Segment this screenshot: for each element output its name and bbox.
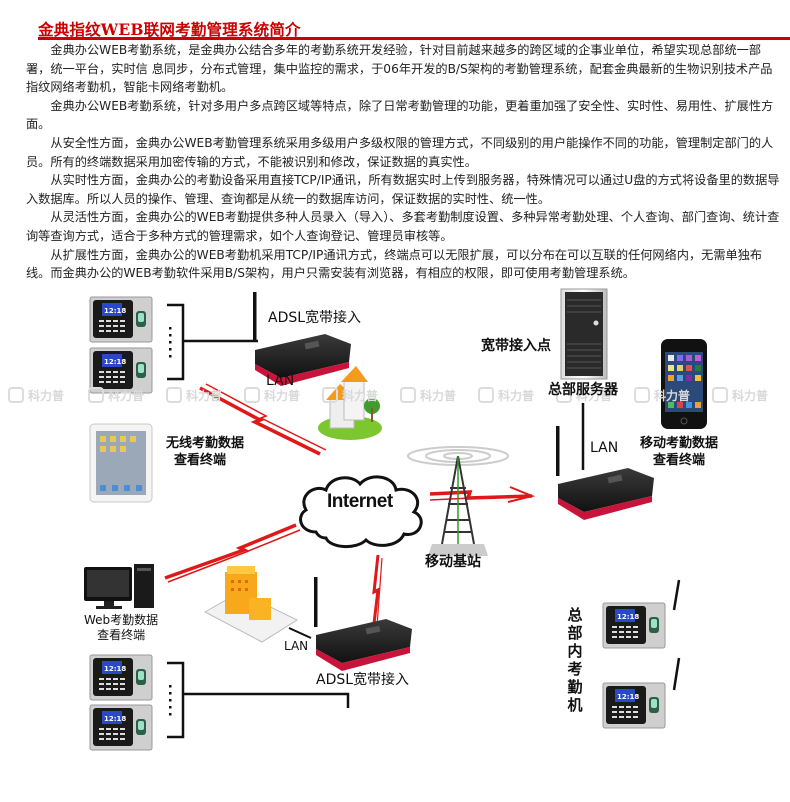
watermark: 科力普 — [634, 387, 690, 404]
building-lan-line — [288, 627, 312, 639]
paragraph-overview: 金典办公WEB考勤系统，是金典办公结合多年的考勤系统开发经验，针对目前越来越多的… — [26, 43, 773, 95]
paragraph-flexibility: 从灵活性方面，金典办公的WEB考勤提供多种人员录入（导入）、多套考勤制度设置、多… — [26, 210, 780, 243]
watermark-logo-icon — [712, 387, 728, 403]
diagram-graphics: 12:18 — [84, 288, 707, 751]
paragraph-features: 金典办公WEB考勤系统，针对多用户多点跨区域等特点，除了日常考勤管理的功能，更着… — [26, 98, 774, 132]
hq-attendance-machine-2 — [602, 657, 681, 729]
branch-house-icon — [318, 366, 382, 440]
lan-top-label: LAN — [266, 373, 295, 389]
attendance-machine-bottom-2 — [89, 704, 153, 751]
watermark: 科力普 — [478, 387, 534, 404]
tablet-icon — [89, 423, 153, 503]
paragraph-realtime: 从实时性方面，金典办公的考勤设备采用直接TCP/IP通讯，所有数据实时上传到服务… — [26, 173, 780, 206]
watermark: 科力普 — [88, 387, 144, 404]
mobile-phone-icon — [661, 339, 707, 429]
watermark-logo-icon — [478, 387, 494, 403]
watermark-logo-icon — [322, 387, 338, 403]
watermark-logo-icon — [244, 387, 260, 403]
base-station-icon — [407, 446, 509, 556]
watermark: 科力普 — [322, 387, 378, 404]
paragraph-security: 从安全性方面，金典办公WEB考勤管理系统采用多级用户多级权限的管理方式，不同级别… — [26, 135, 774, 169]
attendance-machine-top-1 — [89, 296, 153, 343]
base-station-label: 移动基站 — [425, 554, 481, 570]
link-internet-tower — [429, 486, 536, 503]
intro-text: 金典办公WEB考勤系统，是金典办公结合多年的考勤系统开发经验，针对目前越来越多的… — [26, 41, 782, 283]
web-terminal-label: Web考勤数据 查看终端 — [84, 613, 159, 642]
desktop-pc-icon — [84, 564, 154, 609]
watermark: 科力普 — [400, 387, 456, 404]
office-building-icon — [203, 566, 299, 643]
ellipsis-dots-top — [169, 327, 172, 358]
router-top — [253, 292, 351, 386]
watermark-logo-icon — [556, 387, 572, 403]
watermark-logo-icon — [8, 387, 24, 403]
internet-label: Internet — [327, 491, 393, 512]
watermark-logo-icon — [634, 387, 650, 403]
watermark: 科力普 — [712, 387, 768, 404]
lan-right-label: LAN — [590, 440, 619, 456]
bracket-top — [167, 303, 258, 381]
page-title: 金典指纹WEB联网考勤管理系统简介 — [38, 20, 301, 39]
watermark-logo-icon — [88, 387, 104, 403]
watermark-logo-icon — [166, 387, 182, 403]
watermark: 科力普 — [244, 387, 300, 404]
watermark: 科力普 — [8, 387, 64, 404]
wireless-terminal-label: 无线考勤数据 查看终端 — [166, 436, 245, 468]
network-diagram: 12:18 — [0, 280, 790, 802]
adsl-top-label: ADSL宽带接入 — [268, 310, 362, 326]
watermark: 科力普 — [166, 387, 222, 404]
internet-cloud-icon — [299, 475, 423, 548]
title-divider — [38, 37, 790, 40]
hq-server-label: 总部服务器 — [548, 382, 618, 398]
bracket-bottom — [167, 661, 350, 739]
paragraph-scalability: 从扩展性方面，金典办公的WEB考勤机采用TCP/IP通讯方式，终端点可以无限扩展… — [26, 247, 763, 281]
ellipsis-dots-bottom — [169, 685, 172, 716]
broadband-point-label: 宽带接入点 — [481, 338, 551, 354]
mobile-terminal-label: 移动考勤数据 查看终端 — [640, 436, 719, 468]
watermark: 科力普 — [556, 387, 612, 404]
hq-attendance-machine-1 — [602, 579, 681, 649]
adsl-bottom-label: ADSL宽带接入 — [316, 672, 410, 688]
router-bottom — [314, 577, 412, 671]
watermark-logo-icon — [400, 387, 416, 403]
lan-bottom-label: LAN — [284, 639, 309, 653]
hq-server-icon — [560, 288, 608, 380]
hq-devices-label: 总部内考勤机 — [567, 606, 583, 714]
link-internet-web — [164, 523, 301, 583]
attendance-machine-bottom-1 — [89, 654, 153, 701]
